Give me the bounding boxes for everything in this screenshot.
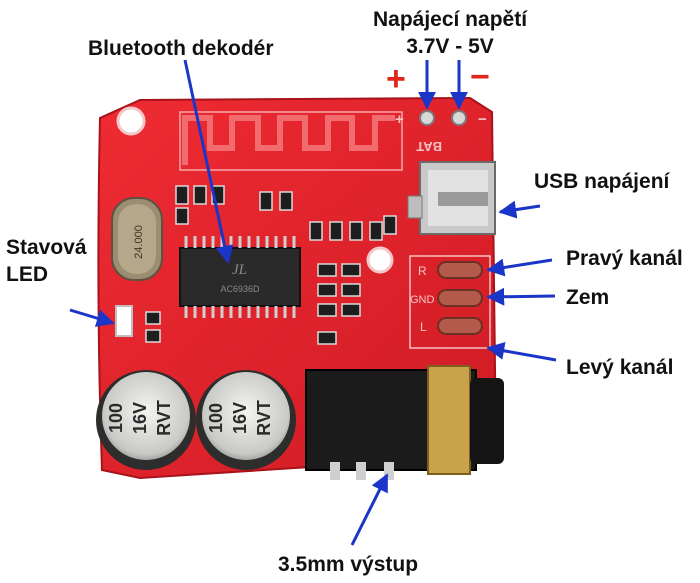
left-channel-label: Levý kanál bbox=[566, 356, 674, 379]
status-led-line-2: LED bbox=[6, 263, 48, 287]
chip-logo: JL bbox=[232, 262, 247, 278]
status-led-label: Stavová LED bbox=[6, 236, 87, 287]
arrow-bluetooth bbox=[183, 59, 234, 264]
pin-l-label: L bbox=[420, 320, 427, 334]
right-channel-label: Pravý kanál bbox=[566, 247, 683, 270]
arrow-output-jack bbox=[350, 473, 389, 546]
silk-minus: − bbox=[478, 111, 487, 128]
pin-r-label: R bbox=[418, 264, 427, 278]
minus-sign: − bbox=[470, 58, 490, 96]
cap-right-line-1: 100 bbox=[206, 403, 226, 433]
cap-left-line-3: RVT bbox=[154, 400, 174, 436]
arrow-left-channel bbox=[486, 341, 557, 362]
supply-voltage-label: Napájecí napětí 3.7V - 5V bbox=[350, 8, 550, 59]
silk-plus: + bbox=[395, 111, 404, 128]
output-pins: R GND L bbox=[409, 255, 491, 349]
arrow-right-channel bbox=[486, 258, 553, 277]
status-led-line-1: Stavová bbox=[6, 236, 87, 259]
pin-gnd-label: GND bbox=[410, 294, 435, 306]
bluetooth-decoder-chip: JL AC6936D bbox=[179, 236, 301, 318]
output-jack-label: 3.5mm výstup bbox=[278, 553, 419, 576]
supply-title: Napájecí napětí bbox=[372, 8, 528, 31]
cap-right-line-2: 16V bbox=[230, 402, 250, 434]
antenna-trace bbox=[182, 115, 395, 165]
cap-right-line-3: RVT bbox=[254, 400, 274, 436]
battery-plus-pad bbox=[419, 110, 435, 126]
chip-code: AC6936D bbox=[220, 284, 260, 294]
gnd-pin-pad bbox=[437, 289, 483, 307]
cap-left-line-1: 100 bbox=[106, 403, 126, 433]
crystal-oscillator: 24.000 bbox=[111, 197, 163, 281]
capacitor-right: 100 16V RVT bbox=[196, 370, 296, 470]
mount-hole bbox=[116, 106, 146, 136]
plus-sign: + bbox=[386, 60, 406, 98]
smd-components bbox=[145, 185, 397, 345]
arrow-usb bbox=[498, 200, 541, 219]
arrow-led bbox=[69, 308, 115, 327]
bluetooth-decoder-label: Bluetooth dekodér bbox=[88, 37, 274, 60]
crystal-label: 24.000 bbox=[133, 225, 145, 259]
usb-power-label: USB napájení bbox=[534, 170, 670, 193]
capacitor-left: 100 16V RVT bbox=[96, 370, 196, 470]
left-pin-pad bbox=[437, 317, 483, 335]
mount-hole bbox=[366, 246, 394, 274]
ground-label: Zem bbox=[566, 286, 610, 309]
right-pin-pad bbox=[437, 261, 483, 279]
silk-bat: BAT bbox=[416, 139, 442, 154]
pointer-arrows bbox=[69, 59, 557, 546]
status-led bbox=[115, 305, 133, 337]
cap-left-line-2: 16V bbox=[130, 402, 150, 434]
arrow-ground bbox=[486, 287, 556, 306]
battery-minus-pad bbox=[451, 110, 467, 126]
pcb-board: BAT + − 24.000 JL AC6936D bbox=[96, 96, 504, 480]
audio-jack bbox=[305, 365, 504, 480]
usb-connector bbox=[407, 161, 496, 235]
supply-range: 3.7V - 5V bbox=[406, 35, 494, 59]
